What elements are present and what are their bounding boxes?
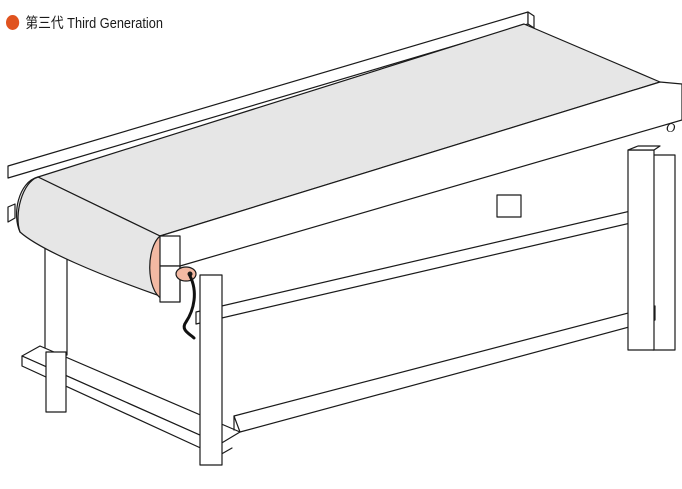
power-cable (182, 274, 196, 340)
motor-knob (175, 266, 197, 282)
side-label: O (666, 120, 676, 135)
belt-end-roller (16, 176, 161, 297)
generation-heading: 第三代 Third Generation (6, 12, 163, 33)
orange-bullet-icon (6, 15, 20, 30)
front-legs (45, 145, 661, 466)
near-side-rail (159, 81, 682, 303)
lower-shelf (21, 305, 656, 457)
far-side-rail (7, 11, 535, 223)
generation-title: 第三代 Third Generation (25, 16, 163, 32)
